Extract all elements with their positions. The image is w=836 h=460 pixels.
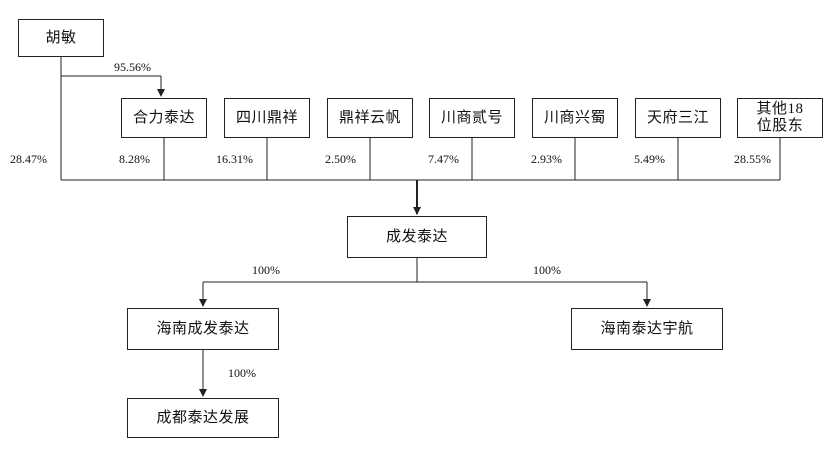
pct-grandchild: 100% (228, 366, 256, 380)
node-shareholder-2-label: 四川鼎祥 (235, 109, 298, 126)
node-shareholder-1-label: 合力泰达 (132, 109, 195, 126)
node-shareholder-6-label: 天府三江 (646, 109, 709, 126)
node-shareholder-3: 鼎祥云帆 (327, 98, 413, 138)
node-shareholder-7-label: 其他18位股东 (756, 101, 804, 134)
node-shareholder-5-label: 川商兴蜀 (543, 109, 606, 126)
node-shareholder-6: 天府三江 (635, 98, 721, 138)
node-shareholder-7: 其他18位股东 (737, 98, 823, 138)
pct-shareholder-1: 8.28% (119, 152, 150, 166)
pct-shareholder-5: 2.93% (531, 152, 562, 166)
node-company-label: 成发泰达 (385, 228, 448, 245)
node-shareholder-1: 合力泰达 (121, 98, 207, 138)
node-shareholder-4-label: 川商贰号 (440, 109, 503, 126)
pct-shareholder-3: 2.50% (325, 152, 356, 166)
node-grandchild: 成都泰达发展 (127, 398, 279, 438)
pct-humin-direct: 28.47% (10, 152, 47, 166)
node-sub-2: 海南泰达宇航 (571, 308, 723, 350)
pct-shareholder-2: 16.31% (216, 152, 253, 166)
pct-sub-2: 100% (533, 263, 561, 277)
node-grandchild-label: 成都泰达发展 (156, 409, 250, 426)
node-shareholder-4: 川商贰号 (429, 98, 515, 138)
pct-humin-to-heli: 95.56% (114, 60, 151, 74)
pct-shareholder-7: 28.55% (734, 152, 771, 166)
node-shareholder-2: 四川鼎祥 (224, 98, 310, 138)
pct-shareholder-4: 7.47% (428, 152, 459, 166)
node-sub-1: 海南成发泰达 (127, 308, 279, 350)
pct-shareholder-6: 5.49% (634, 152, 665, 166)
node-company: 成发泰达 (347, 216, 487, 258)
pct-sub-1: 100% (252, 263, 280, 277)
node-shareholder-3-label: 鼎祥云帆 (338, 109, 401, 126)
node-shareholder-5: 川商兴蜀 (532, 98, 618, 138)
node-sub-1-label: 海南成发泰达 (156, 320, 250, 337)
node-humin: 胡敏 (18, 19, 104, 57)
node-humin-label: 胡敏 (45, 29, 77, 46)
node-sub-2-label: 海南泰达宇航 (600, 320, 694, 337)
